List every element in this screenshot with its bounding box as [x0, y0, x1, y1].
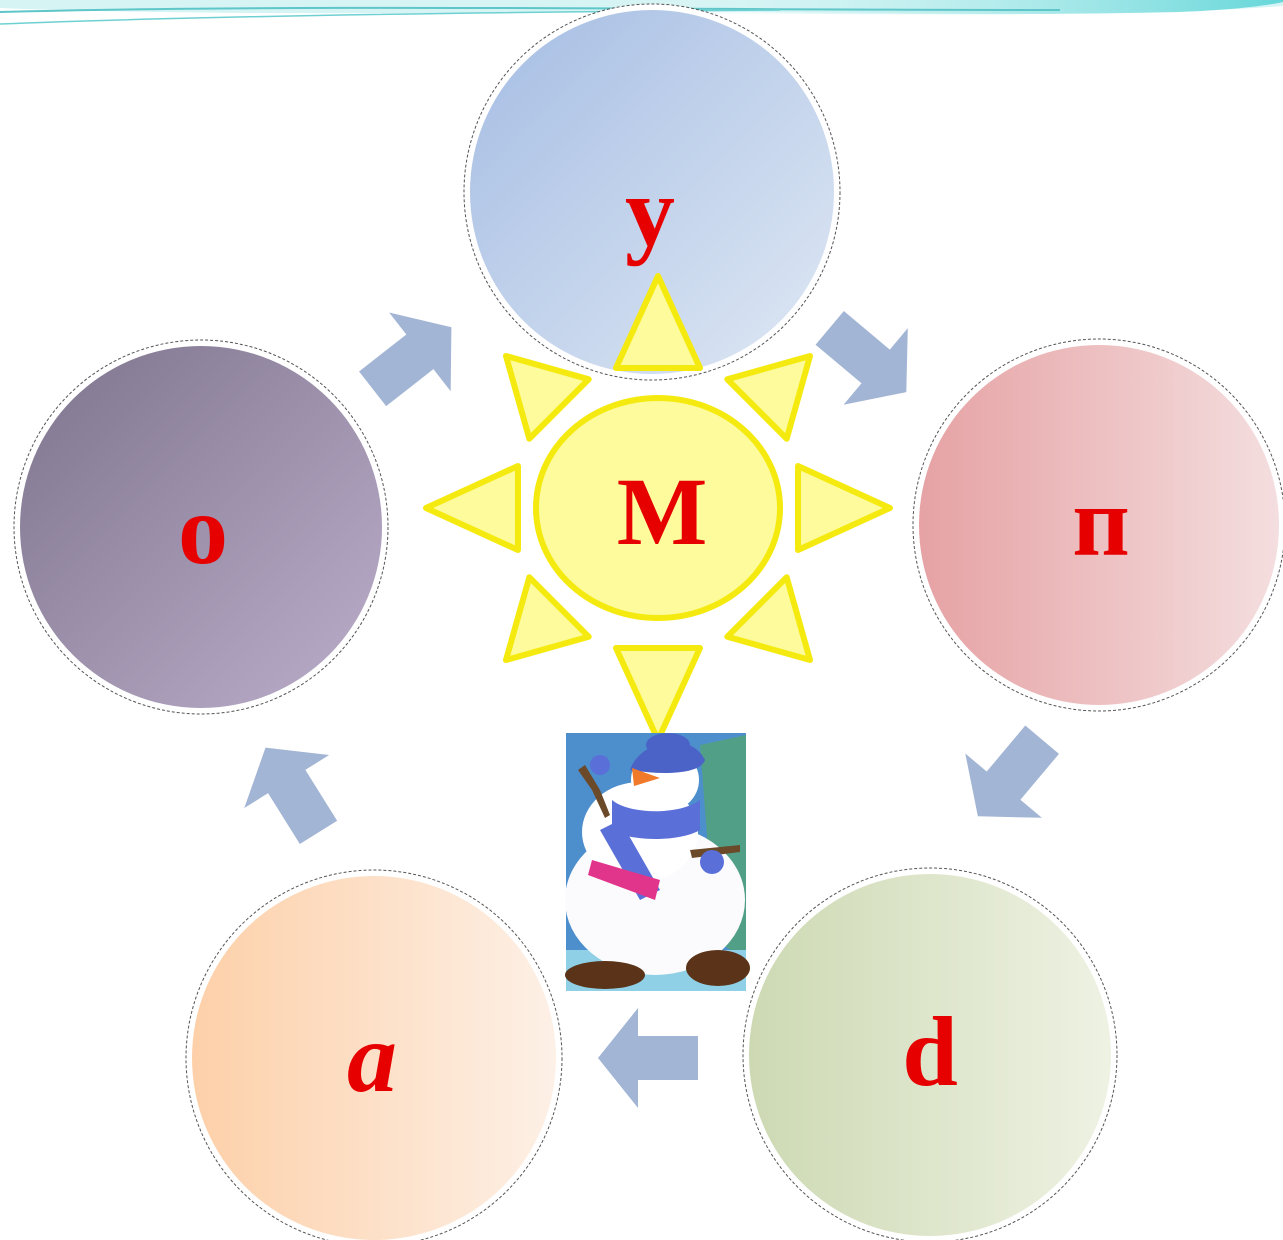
arrow-to-bottom-right: [965, 725, 1059, 818]
ray-down-left: [502, 574, 592, 664]
ray-right: [795, 463, 893, 553]
ray-up-left: [502, 352, 592, 442]
arrow-to-top: [359, 312, 452, 407]
circle-bottom-left: [185, 869, 563, 1240]
letter-right: п: [1072, 466, 1130, 577]
ray-down-right: [724, 574, 814, 664]
circle-right: [912, 338, 1283, 712]
letter-bottom-left: а: [347, 1002, 397, 1113]
ray-left: [423, 463, 521, 553]
sun: [423, 273, 893, 743]
arrows: [244, 311, 1059, 1108]
ray-down: [613, 645, 703, 743]
arrow-to-left: [244, 747, 338, 845]
ray-up-right: [724, 352, 814, 442]
circle-top: [463, 3, 841, 381]
arrow-to-bottom-left: [598, 1008, 698, 1108]
ray-up: [613, 273, 703, 371]
letter-bottom-right: d: [902, 996, 958, 1107]
snowman-icon: [565, 733, 750, 991]
arrow-to-right: [815, 311, 908, 405]
letter-top: у: [625, 156, 675, 267]
circle-bottom-right: [742, 867, 1118, 1240]
sun-core: [533, 395, 783, 621]
letter-left: о: [178, 474, 228, 585]
circle-left: [13, 339, 389, 715]
sun-rays: [423, 273, 893, 743]
center-letter: М: [616, 458, 708, 565]
